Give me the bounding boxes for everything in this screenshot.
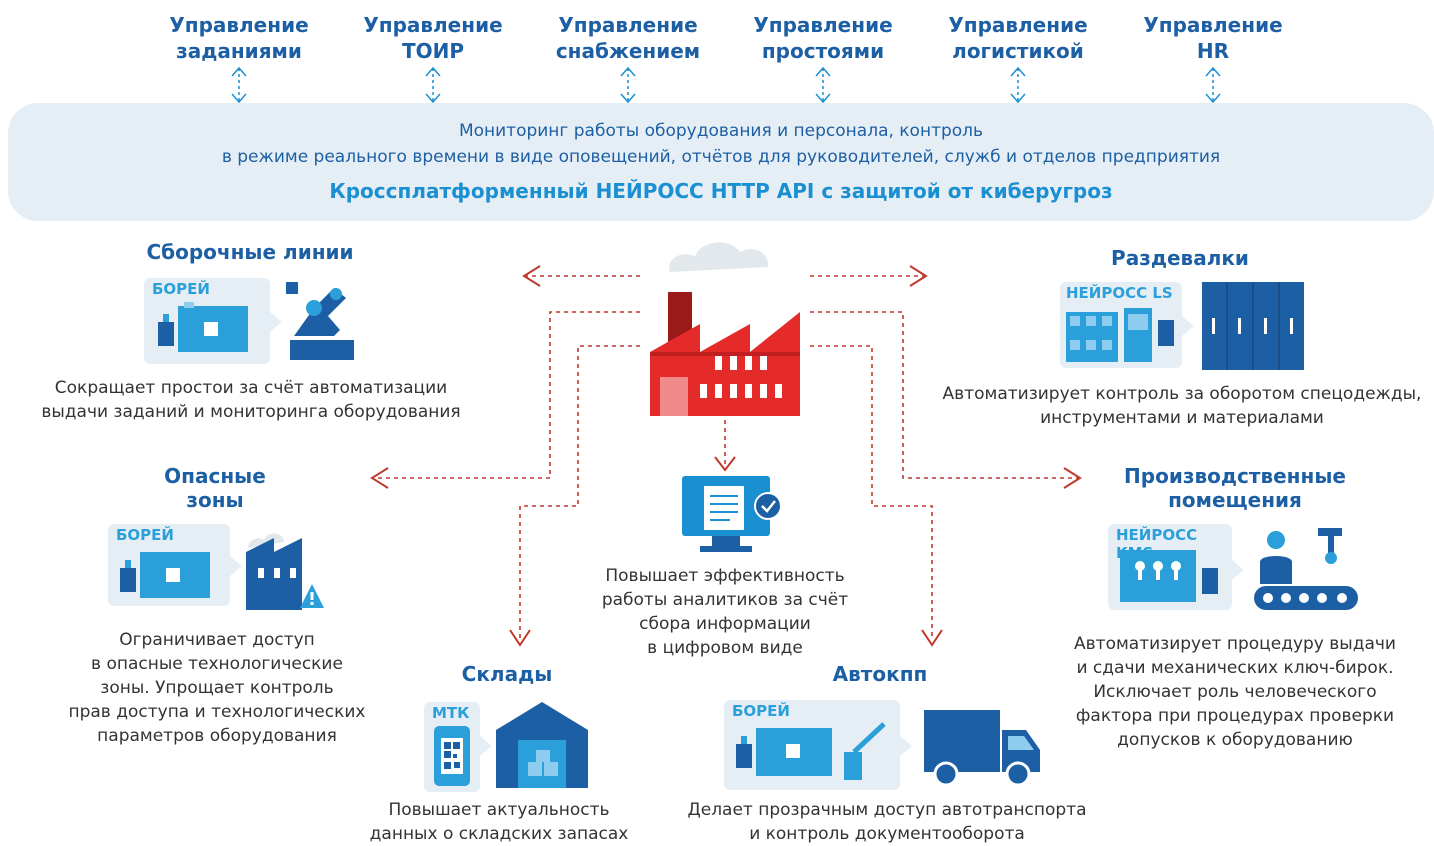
truck-icon [924,710,1040,787]
checkpoint-title: Автокпп [832,662,928,686]
card-pointer [270,312,282,332]
controller-device-icon [120,552,210,598]
neyross-kms-card: НЕЙРОСС KMS [1108,524,1232,610]
controller-device-icon [158,302,248,352]
bidirectional-arrow-icon [620,66,636,104]
lockers-title: Раздевалки [1111,246,1249,270]
lockers-description: Автоматизирует контроль за оборотом спец… [942,384,1422,428]
borei-card: БОРЕЙ [108,524,230,606]
bidirectional-arrow-icon [815,66,831,104]
band-api-headline: Кроссплатформенный НЕЙРОСС HTTP API с за… [329,179,1113,203]
assembly-description: Сокращает простои за счёт автоматизации … [41,378,461,422]
bidirectional-arrow-icon [425,66,441,104]
locker-terminal-icon [1066,308,1174,362]
product-label: БОРЕЙ [152,280,210,298]
card-pointer [1232,560,1244,580]
monitoring-band: Мониторинг работы оборудования и персона… [8,103,1434,221]
band-line-2: в режиме реального времени в виде оповещ… [221,147,1221,167]
product-label: БОРЕЙ [732,702,790,720]
neyross-ls-card: НЕЙРОСС LS [1060,282,1182,368]
danger-building-icon [246,533,324,610]
robot-arm-icon [286,282,354,360]
bidirectional-arrow-icon [231,66,247,104]
product-label: НЕЙРОСС LS [1066,284,1173,302]
mobile-terminal-icon [434,726,470,786]
warehouse-icon [496,702,588,788]
card-pointer [480,736,492,756]
borei-card: БОРЕЙ [144,278,270,364]
lockers-icon [1202,282,1304,370]
danger-description: Ограничивает доступ в опасные технологич… [68,630,366,746]
card-pointer [1182,316,1194,336]
warehouse-title: Склады [461,662,553,686]
bidirectional-arrow-icon [1010,66,1026,104]
production-description: Автоматизирует процедуру выдачи и сдачи … [1074,634,1396,750]
checkpoint-description: Делает прозрачным доступ автотранспорта … [687,800,1087,844]
worker-conveyor-icon [1254,528,1358,610]
card-pointer [900,736,912,756]
assembly-title: Сборочные линии [146,240,354,264]
factory-icon [650,242,800,416]
card-pointer [230,556,242,576]
analytics-description: Повышает эффективность работы аналитиков… [601,566,849,658]
product-label: БОРЕЙ [116,526,174,544]
monitor-report-icon [682,476,782,552]
bidirectional-arrow-icon [1205,66,1221,104]
band-line-1: Мониторинг работы оборудования и персона… [458,121,984,141]
mtk-card: МТК [424,702,480,792]
product-label: МТК [432,704,470,722]
warehouse-description: Повышает актуальность данных о складских… [369,800,629,844]
borei-card: БОРЕЙ [724,700,900,790]
key-cabinet-icon [1120,550,1218,602]
barrier-controller-icon [736,722,886,780]
